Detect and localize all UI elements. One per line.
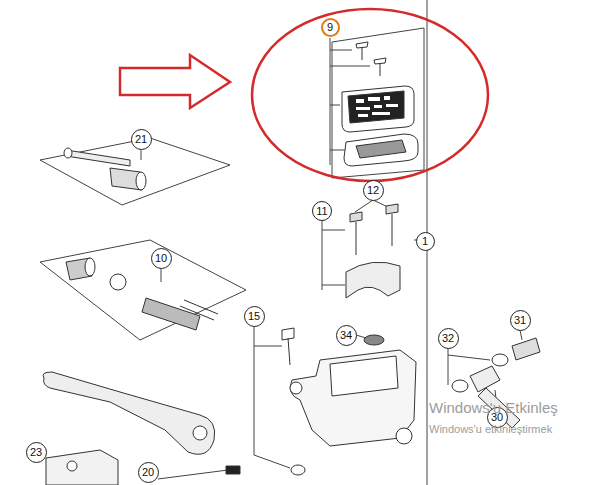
leader-line [158,470,228,479]
pushrod [64,148,72,158]
cap-plug [364,335,384,345]
callout-number: 9 [327,22,333,33]
leader-line [141,149,142,160]
callout-number: 20 [142,467,154,478]
pivot-bolt [288,338,290,365]
diaphragm [344,134,418,166]
diaphragm [356,140,406,158]
outlet-port [396,428,412,444]
callout-circle: 20 [138,462,159,483]
callout-number: 11 [316,206,327,217]
callout-circle: 23 [26,442,47,463]
brake-lever [43,372,215,454]
callout-circle: 31 [510,310,531,331]
banjo-bolt [512,338,540,360]
pushrod [66,150,130,166]
callout-circle: 10 [151,248,172,269]
callout-circle: 1 [416,232,435,251]
group-bracket [330,38,331,165]
lever-pivot [290,382,302,394]
callout-circle: 32 [438,328,459,349]
leader-line [254,346,282,347]
group-box [332,28,424,178]
lever-part [46,450,118,485]
reservoir [330,356,398,396]
washer [452,380,468,392]
watermark-text: Windows'u etkinleştirmek [429,424,552,435]
screw [362,48,363,60]
leader-line [330,66,370,67]
washer [492,354,508,366]
lever-part [67,461,77,471]
callout-number: 34 [340,330,352,341]
leader-line [520,330,522,340]
group-bracket [322,221,323,290]
nut [291,465,305,475]
reservoir-cap [348,91,404,123]
banjo-fitting [470,366,500,392]
leader-line [322,285,345,286]
lever-pivot [193,426,207,440]
circlip [110,274,126,290]
clamp-bolt [386,204,398,214]
highlight-ellipse [252,9,488,181]
watermark-text: Windows'u Etkinleş [429,400,558,415]
callout-number: 21 [135,134,147,145]
screw [380,64,381,76]
callout-number: 31 [514,315,526,326]
leader-line [322,230,345,231]
spring [180,300,218,320]
callout-number: 1 [422,236,428,247]
bushing [136,172,146,190]
clamp-bolt [356,222,357,255]
leader-line [448,348,449,385]
reservoir-cap [342,86,414,132]
handlebar-clamp [346,262,400,298]
leader-line [161,268,162,282]
callout-circle: 9 [321,18,340,37]
leader-line [448,355,490,360]
callout-number: 23 [30,447,42,458]
callout-number: 32 [442,333,454,344]
leader-line [355,200,373,212]
leader-line [356,335,366,338]
screw [356,42,368,48]
leader-line [330,50,352,51]
callout-number: 12 [367,185,379,196]
callout-circle: 21 [131,129,152,150]
callout-number: 15 [248,311,260,322]
callout-circle: 11 [312,201,332,221]
callout-circle: 34 [336,325,357,346]
callout-circle: 15 [244,306,265,327]
leader-line [254,455,290,468]
adjuster-screw [226,466,240,474]
leader-line [254,326,255,455]
callout-number: 10 [155,253,167,264]
clamp-bolt [392,214,393,246]
master-cylinder [290,350,416,446]
screw [374,58,386,64]
group-box [40,240,246,340]
clamp-bolt [350,212,362,222]
pointer-arrow [120,55,230,108]
dust-boot [85,258,95,276]
callout-circle: 12 [363,180,384,201]
